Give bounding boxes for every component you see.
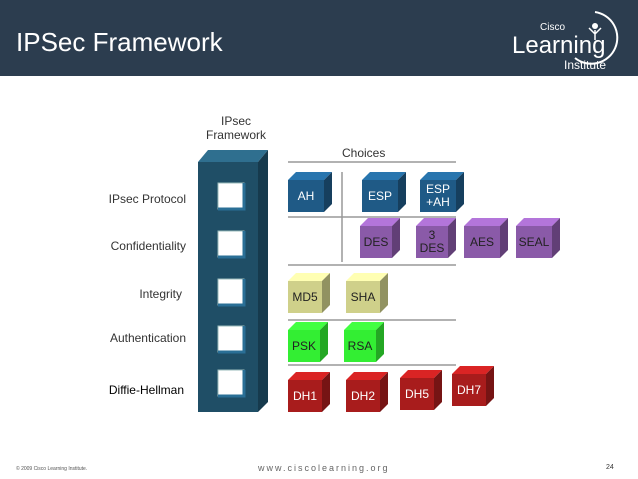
- framework-column: [198, 150, 268, 412]
- choice-dh1: [288, 372, 330, 412]
- choice-dh2-label: DH2: [346, 388, 380, 403]
- choice-des: [360, 218, 400, 258]
- row-label-ipsec-protocol: IPsec Protocol: [108, 192, 186, 206]
- choice-dh5-label-line: DH5: [404, 386, 429, 401]
- choice-rsa-label: RSA: [344, 338, 376, 353]
- choice-psk: [288, 322, 328, 362]
- framework-label-line1: IPsec: [220, 114, 251, 128]
- copyright-text: © 2009 Cisco Learning Institute.: [16, 466, 88, 472]
- choice-ah-label-line: AH: [297, 188, 315, 203]
- row-separators: [288, 161, 456, 366]
- logo-cisco-text: Cisco: [540, 22, 566, 33]
- slide-header: IPSec Framework Cisco Learning Institute: [0, 0, 638, 76]
- slide-title: IPSec Framework: [16, 27, 223, 57]
- choice-dh1-label-line: DH1: [292, 388, 317, 403]
- choice-aes-label: AES: [464, 234, 500, 249]
- choice-esp-label-line: ESP: [367, 188, 392, 203]
- choice-sha-label: SHA: [346, 289, 380, 304]
- choice-aes-label-line: AES: [469, 234, 494, 249]
- choice-des-label-line: DES: [363, 234, 389, 249]
- choice-md5-label-line: MD5: [292, 289, 318, 304]
- logo-arc-icon: [574, 11, 619, 65]
- choice-psk-label-line: PSK: [291, 338, 316, 353]
- choice-ah: [288, 172, 332, 212]
- choice-esp: [362, 172, 406, 212]
- choice-esp-label: ESP: [362, 188, 398, 203]
- row-label-confidentiality: Confidentiality: [110, 239, 186, 253]
- choice-dh7: [452, 366, 494, 406]
- choice-dh1-label: DH1: [288, 388, 322, 403]
- choice-3des-label-line: DES: [419, 241, 445, 255]
- choices-label: Choices: [342, 146, 386, 160]
- row-label-diffie-hellman: Diffie-Hellman: [108, 383, 184, 397]
- choice-3des-label-line: 3: [428, 228, 436, 242]
- choice-sha-label-line: SHA: [350, 289, 376, 304]
- choice-esp-ah: [420, 172, 464, 212]
- choice-rsa: [344, 322, 384, 362]
- choice-seal-label-line: SEAL: [518, 234, 550, 249]
- choice-ah-label: AH: [288, 188, 324, 203]
- choice-esp-ah-label-line: +AH: [426, 195, 450, 209]
- choice-seal-label: SEAL: [516, 234, 552, 249]
- website-url: www.ciscolearning.org: [258, 463, 390, 473]
- choice-dh7-label: DH7: [452, 382, 486, 397]
- framework-label-line2: Framework: [205, 128, 266, 142]
- choice-esp-ah-label-line: ESP: [425, 182, 450, 196]
- choice-psk-label: PSK: [288, 338, 320, 353]
- row-label-integrity: Integrity: [139, 287, 182, 301]
- choice-dh7-label-line: DH7: [456, 382, 481, 397]
- framework-slot: [217, 230, 246, 259]
- choice-md5-label: MD5: [288, 289, 322, 304]
- choice-sha: [346, 273, 388, 313]
- framework-slot: [217, 278, 246, 307]
- choice-aes: [464, 218, 508, 258]
- framework-slot: [217, 325, 246, 354]
- choice-rsa-label-line: RSA: [347, 338, 373, 353]
- cisco-learning-institute-logo: Cisco Learning Institute: [510, 4, 634, 74]
- choice-md5: [288, 273, 330, 313]
- page-number: 24: [606, 464, 614, 471]
- logo-institute-text: Institute: [564, 58, 607, 72]
- choice-seal: [516, 218, 560, 258]
- choice-dh5: [400, 370, 442, 410]
- framework-slot: [217, 369, 246, 398]
- choice-des-label: DES: [360, 234, 392, 249]
- choice-dh2-label-line: DH2: [350, 388, 375, 403]
- logo-learning-text: Learning: [512, 32, 606, 59]
- framework-label: IPsec Framework: [196, 114, 276, 142]
- choice-3des: [416, 218, 456, 258]
- framework-slot: [217, 182, 246, 211]
- row-label-authentication: Authentication: [109, 331, 186, 345]
- choice-dh5-label: DH5: [400, 386, 434, 401]
- choice-esp-ah-label: ESP+AH: [420, 183, 456, 209]
- choice-dh2: [346, 372, 388, 412]
